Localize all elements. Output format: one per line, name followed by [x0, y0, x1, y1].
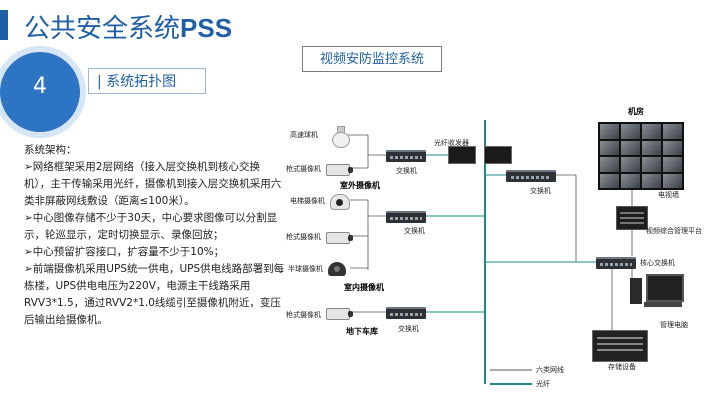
storage-label: 存储设备: [608, 363, 636, 371]
vms-server-icon: [616, 206, 648, 230]
description-line: ➢中心预留扩容接口，扩容量不少于10%；: [24, 246, 225, 258]
camera-label: 高速球机: [290, 131, 318, 139]
zone-label: 室内摄像机: [344, 283, 384, 292]
system-title: 视频安防监控系统: [302, 46, 442, 72]
core-switch-label: 核心交换机: [640, 259, 675, 267]
section-label: | 系统拓扑图: [88, 68, 206, 94]
camera-label: 枪式摄像机: [286, 311, 321, 319]
section-number: 4: [33, 74, 47, 99]
bullet-camera-icon: [326, 232, 353, 244]
description-line: ➢前端摄像机采用UPS统一供电，UPS供电线路部署到每栋楼，UPS供电电压为22…: [24, 263, 285, 326]
bullet-camera-icon: [326, 308, 353, 320]
description-line: ➢网络框架采用2层网络（接入层交换机到核心交换机），主干传输采用光纤，摄像机到接…: [24, 161, 282, 207]
keyboard-icon: [644, 302, 682, 307]
access-switch: [386, 150, 426, 162]
title-accent-bar: [0, 10, 8, 40]
zone-label: 地下车库: [346, 327, 378, 336]
dome-camera-icon: [330, 194, 350, 210]
tv-wall: [598, 122, 684, 190]
switch-label: 交换机: [396, 167, 417, 175]
monitor-icon: [646, 274, 684, 302]
section-number-circle: 4: [0, 52, 80, 132]
transceiver-label: 光纤收发器: [434, 139, 469, 147]
fiber-transceiver-icon: [484, 146, 512, 164]
vms-platform-label: 视频综合管理平台: [646, 227, 702, 235]
core-switch: [596, 257, 636, 269]
pc-tower-icon: [630, 278, 642, 304]
bullet-camera-icon: [326, 164, 353, 176]
page-title: 公共安全系统PSS: [24, 13, 233, 44]
legend-fiber-label: 光纤: [536, 380, 550, 388]
access-switch: [386, 211, 426, 223]
legend-cat6-label: 六类网线: [536, 366, 564, 374]
switch-label: 交换机: [404, 227, 425, 235]
zone-label: 室外摄像机: [340, 181, 380, 190]
switch-label: 交换机: [398, 325, 419, 333]
machine-room-label: 机房: [628, 107, 644, 116]
camera-label: 枪式摄像机: [286, 233, 321, 241]
camera-label: 半球摄像机: [288, 265, 323, 273]
camera-label: 电梯摄像机: [290, 197, 325, 205]
aggregation-switch: [506, 170, 556, 182]
ptz-camera-icon: [332, 126, 350, 148]
switch-label: 交换机: [530, 187, 551, 195]
description-block: 系统架构： ➢网络框架采用2层网络（接入层交换机到核心交换机），主干传输采用光纤…: [24, 142, 286, 329]
storage-icon: [592, 330, 648, 362]
description-line: ➢中心图像存储不少于30天，中心要求图像可以分割显示，轮巡显示，定时切换显示、录…: [24, 212, 278, 241]
tv-wall-label: 电视墙: [658, 191, 679, 199]
camera-label: 枪式摄像机: [286, 165, 321, 173]
mgmt-pc-label: 管理电脑: [660, 321, 688, 329]
access-switch: [386, 307, 426, 319]
dome-camera-icon: [328, 262, 346, 276]
description-line: 系统架构：: [24, 144, 77, 156]
fiber-transceiver-icon: [448, 146, 476, 164]
